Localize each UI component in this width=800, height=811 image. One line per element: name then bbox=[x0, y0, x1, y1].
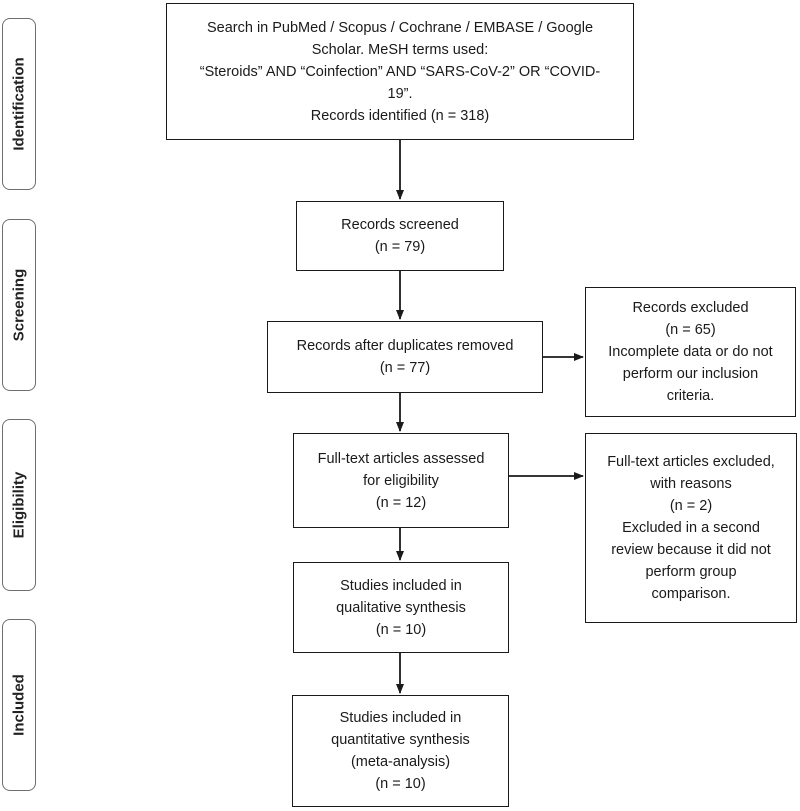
fulltext-excluded-line: (n = 2) bbox=[669, 498, 713, 514]
excluded-line: (n = 65) bbox=[665, 322, 716, 338]
after-duplicates-box: Records after duplicates removed (n = 77… bbox=[267, 321, 543, 393]
stage-tab-included: Included bbox=[2, 619, 36, 791]
quantitative-line: quantitative synthesis bbox=[331, 732, 470, 748]
stage-tab-eligibility: Eligibility bbox=[2, 419, 36, 591]
stage-label-included: Included bbox=[10, 674, 28, 736]
fulltext-excluded-line: review because it did not bbox=[611, 542, 771, 558]
fulltext-excluded-line: Excluded in a second bbox=[622, 520, 760, 536]
fulltext-excluded-box: Full-text articles excluded, with reason… bbox=[585, 433, 797, 623]
fulltext-line: (n = 12) bbox=[375, 494, 427, 511]
fulltext-excluded-line: Full-text articles excluded, bbox=[607, 454, 775, 470]
stage-tab-identification: Identification bbox=[2, 18, 36, 190]
fulltext-assessed-box: Full-text articles assessed for eligibil… bbox=[293, 433, 509, 528]
stage-label-eligibility: Eligibility bbox=[10, 471, 28, 539]
search-line: Scholar. MeSH terms used: bbox=[311, 41, 489, 58]
stage-tab-screening: Screening bbox=[2, 219, 36, 391]
fulltext-line: Full-text articles assessed bbox=[317, 450, 485, 467]
screened-line: (n = 79) bbox=[374, 239, 426, 255]
records-screened-box: Records screened (n = 79) bbox=[296, 201, 504, 271]
after-duplicates-line: Records after duplicates removed bbox=[296, 338, 514, 354]
after-duplicates-line: (n = 77) bbox=[379, 360, 431, 376]
quantitative-line: (meta-analysis) bbox=[350, 754, 451, 770]
stage-label-identification: Identification bbox=[10, 57, 28, 151]
search-line: Search in PubMed / Scopus / Cochrane / E… bbox=[206, 19, 594, 36]
qualitative-line: Studies included in bbox=[340, 577, 462, 594]
fulltext-line: for eligibility bbox=[363, 472, 439, 489]
excluded-line: Records excluded bbox=[632, 300, 749, 316]
excluded-line: perform our inclusion bbox=[622, 366, 759, 382]
qualitative-synthesis-box: Studies included in qualitative synthesi… bbox=[293, 562, 509, 653]
fulltext-excluded-line: perform group bbox=[645, 564, 737, 580]
quantitative-line: Studies included in bbox=[339, 710, 462, 726]
screened-line: Records screened bbox=[341, 217, 459, 233]
records-excluded-box: Records excluded (n = 65) Incomplete dat… bbox=[585, 287, 796, 417]
stage-label-screening: Screening bbox=[10, 268, 28, 342]
search-line: Records identified (n = 318) bbox=[310, 107, 490, 124]
excluded-line: Incomplete data or do not bbox=[608, 344, 773, 360]
qualitative-line: (n = 10) bbox=[375, 621, 427, 638]
fulltext-excluded-line: comparison. bbox=[651, 586, 731, 602]
quantitative-line: (n = 10) bbox=[375, 776, 426, 792]
excluded-line: criteria. bbox=[666, 388, 715, 404]
fulltext-excluded-line: with reasons bbox=[650, 476, 732, 492]
search-box: Search in PubMed / Scopus / Cochrane / E… bbox=[166, 3, 634, 140]
search-line: “Steroids” AND “Coinfection” AND “SARS-C… bbox=[199, 63, 601, 80]
search-line: 19”. bbox=[387, 85, 413, 102]
quantitative-synthesis-box: Studies included in quantitative synthes… bbox=[292, 695, 509, 807]
qualitative-line: qualitative synthesis bbox=[336, 599, 466, 616]
